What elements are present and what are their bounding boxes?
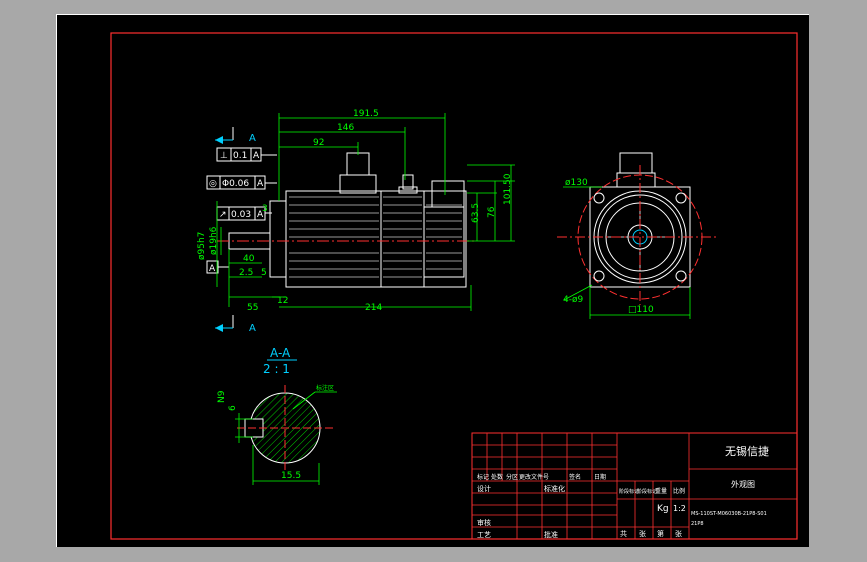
tb-sheets: 张 — [639, 529, 646, 538]
drawing-canvas: A A ⊥ 0.1 A ◎ Φ0.06 A — [56, 14, 809, 547]
tb-scale: 1:2 — [673, 504, 686, 513]
tb-sheet: 张 — [675, 529, 682, 538]
tb-company: 无锡信捷 — [725, 444, 769, 458]
dim-5: 5 — [261, 268, 267, 278]
key-width: 6 — [228, 405, 238, 411]
dim-square: □110 — [628, 305, 654, 315]
encoder-cover — [423, 206, 465, 278]
datum-box: A — [206, 260, 229, 274]
section-scale: 2 : 1 — [263, 362, 290, 376]
tb-approve: 批准 — [544, 530, 558, 539]
power-connector — [346, 152, 370, 176]
front-power-connector — [619, 152, 653, 174]
concentricity-frame: ◎ Φ0.06 A — [206, 175, 277, 190]
svg-text:A: A — [257, 210, 264, 220]
section-title: A-A — [270, 346, 291, 360]
tb-h5: 日期 — [594, 473, 606, 481]
dim-flange-thk: 12 — [277, 296, 288, 306]
svg-text:A: A — [209, 264, 216, 274]
dim-key-len: 40 — [243, 254, 255, 264]
key-tolerance: N9 — [217, 390, 227, 403]
tb-stage-1: 阶段标记 — [619, 488, 639, 495]
tb-no: 第 — [657, 529, 664, 538]
dimension-lines — [216, 113, 515, 311]
tb-h0: 标记 — [477, 473, 489, 481]
dim-frame-len: 214 — [365, 303, 382, 313]
dim-body-length: 146 — [337, 123, 354, 133]
front-dimension-lines — [563, 186, 691, 319]
tb-check: 审核 — [477, 518, 491, 527]
dim-holes: 4-ø9 — [563, 295, 583, 305]
tb-h1: 处数 — [491, 473, 503, 481]
dim-total-length: 191.5 — [353, 109, 379, 119]
dim-2-5: 2.5 — [239, 268, 253, 278]
section-view: A-A 2 : 1 N9 6 15.5 标注区 — [217, 346, 337, 485]
signal-connector — [402, 174, 414, 190]
dim-3: 3 — [262, 204, 268, 214]
tb-drawing-name: 外观图 — [731, 479, 755, 489]
dim-height-101-50: 101.50 — [503, 173, 513, 205]
tb-standard: 标准化 — [544, 484, 565, 493]
dim-height-76: 76 — [487, 206, 497, 218]
tb-h3: 更改文件号 — [519, 473, 549, 481]
svg-text:Φ0.06: Φ0.06 — [222, 179, 249, 189]
tb-design: 设计 — [477, 484, 491, 493]
flange — [269, 200, 287, 278]
tb-weight-unit: Kg — [657, 504, 669, 514]
section-arrow-bottom: A — [215, 315, 256, 334]
tb-total: 共 — [620, 529, 627, 538]
tb-part-code-2: 21P8 — [691, 521, 704, 527]
dim-height-63-5: 63.5 — [471, 203, 481, 223]
tb-craft: 工艺 — [477, 531, 491, 539]
dim-bolt-circle: ø130 — [565, 178, 588, 188]
tb-h2: 分区 — [506, 473, 518, 481]
mounting-holes — [593, 192, 687, 282]
perpendicularity-frame: ⊥ 0.1 A — [216, 147, 277, 162]
section-label-bottom: A — [249, 323, 256, 334]
section-label-top: A — [249, 133, 256, 144]
section-note: 标注区 — [316, 384, 334, 392]
section-arrow-top: A — [215, 127, 256, 144]
section-depth: 15.5 — [281, 471, 301, 481]
svg-text:A: A — [253, 151, 260, 161]
front-view: ø130 4-ø9 □110 — [557, 152, 717, 319]
tb-ratio: 比例 — [673, 487, 685, 495]
tb-weight: 重量 — [655, 487, 667, 495]
dim-connector-pos: 92 — [313, 138, 324, 148]
svg-text:◎: ◎ — [209, 179, 217, 189]
tb-stage-2: 阶段标记 — [637, 488, 657, 495]
svg-text:A: A — [257, 179, 264, 189]
dim-pilot-dia: ø95h7 — [197, 232, 207, 260]
tb-part-code: MS-110ST-M06030B-21P8-S01 — [691, 511, 767, 517]
svg-text:⊥: ⊥ — [220, 151, 228, 161]
side-view: A A ⊥ 0.1 A ◎ Φ0.06 A — [197, 109, 515, 334]
tb-h4: 签名 — [569, 473, 581, 481]
dim-shaft-dia: ø19h6 — [209, 226, 219, 255]
dim-shaft-len: 55 — [247, 303, 258, 313]
cad-drawing: A A ⊥ 0.1 A ◎ Φ0.06 A — [110, 32, 798, 540]
section-dimension-lines — [235, 391, 337, 485]
cooling-fins — [289, 196, 462, 278]
title-block: 标记 处数 分区 更改文件号 签名 日期 设计 标准化 审核 工艺 批准 阶段标… — [471, 432, 798, 540]
svg-text:0.1: 0.1 — [233, 151, 247, 161]
svg-text:0.03: 0.03 — [231, 210, 251, 220]
encoder-connector — [431, 180, 465, 208]
drawing-border — [110, 32, 798, 540]
svg-text:↗: ↗ — [219, 210, 227, 220]
